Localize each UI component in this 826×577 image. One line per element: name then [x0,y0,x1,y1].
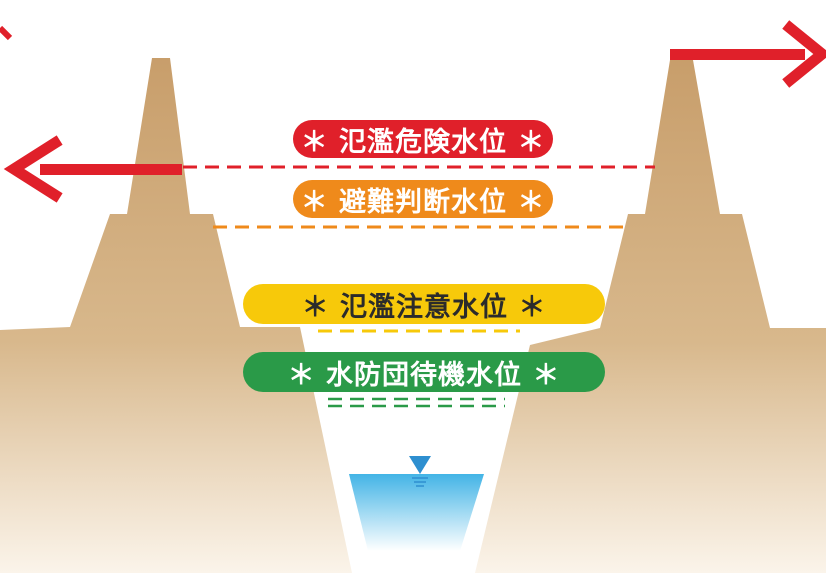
danger-level-label: ＊ 氾濫危険水位 ＊ [293,120,553,158]
standby-level-line [328,397,505,408]
river-water [349,474,484,551]
caution-level-label: ＊ 氾濫注意水位 ＊ [243,284,605,324]
evacuation-level-label: ＊ 避難判断水位 ＊ [293,180,553,218]
left-embankment [0,58,352,573]
arrow-right-icon [670,20,826,88]
arrow-left-icon [3,135,182,203]
water-level-marker-icon [409,456,431,487]
right-embankment [475,60,826,573]
standby-level-label: ＊ 水防団待機水位 ＊ [243,352,605,392]
arrow-fragment [0,25,13,41]
